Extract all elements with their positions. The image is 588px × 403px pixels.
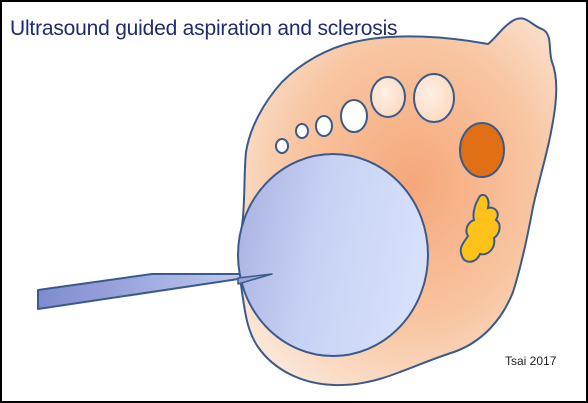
credit-text: Tsai 2017 xyxy=(505,354,556,368)
small-cyst-6 xyxy=(414,74,454,122)
small-cyst-5 xyxy=(371,77,405,117)
small-cyst-2 xyxy=(296,124,308,138)
small-cyst-3 xyxy=(316,116,332,136)
aspiration-needle xyxy=(38,274,272,309)
small-cyst-1 xyxy=(276,139,288,153)
large-cyst xyxy=(238,154,428,356)
slide-title: Ultrasound guided aspiration and scleros… xyxy=(10,17,397,41)
dark-lesion xyxy=(460,123,504,177)
small-cyst-4 xyxy=(341,100,367,132)
